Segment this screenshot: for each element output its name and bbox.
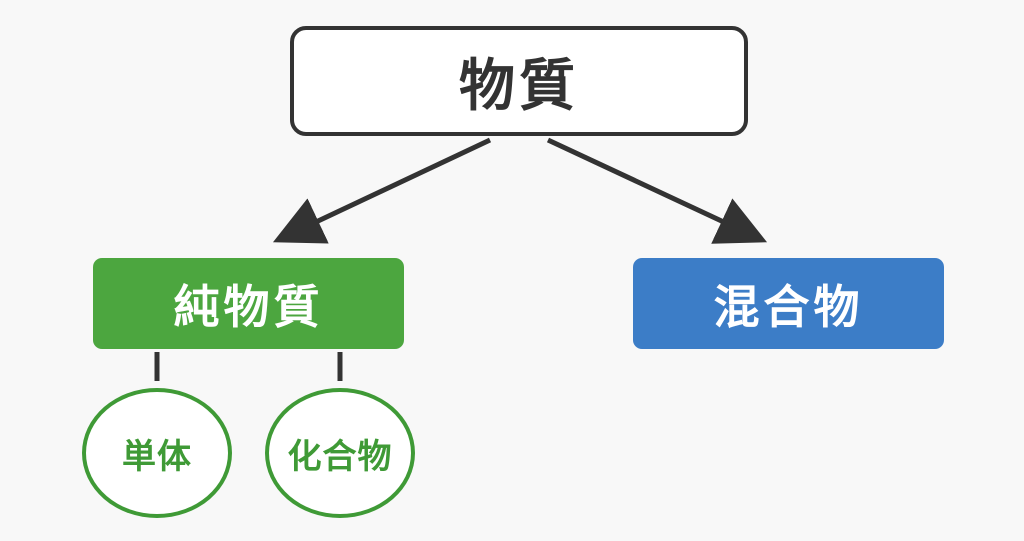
arrow-to-mixture	[546, 137, 768, 244]
compound-label: 化合物	[287, 436, 393, 477]
compound-node: 化合物	[265, 388, 415, 518]
pure-substance-node: 純物質	[93, 258, 404, 349]
element-label: 単体	[122, 436, 192, 477]
mixture-node: 混合物	[633, 258, 944, 349]
root-node-substance: 物質	[290, 26, 748, 136]
root-label: 物質	[459, 53, 579, 119]
arrow-to-pure-substance	[272, 137, 492, 244]
element-node: 単体	[82, 388, 232, 518]
mixture-label: 混合物	[713, 279, 864, 334]
pure-substance-label: 純物質	[173, 279, 324, 334]
